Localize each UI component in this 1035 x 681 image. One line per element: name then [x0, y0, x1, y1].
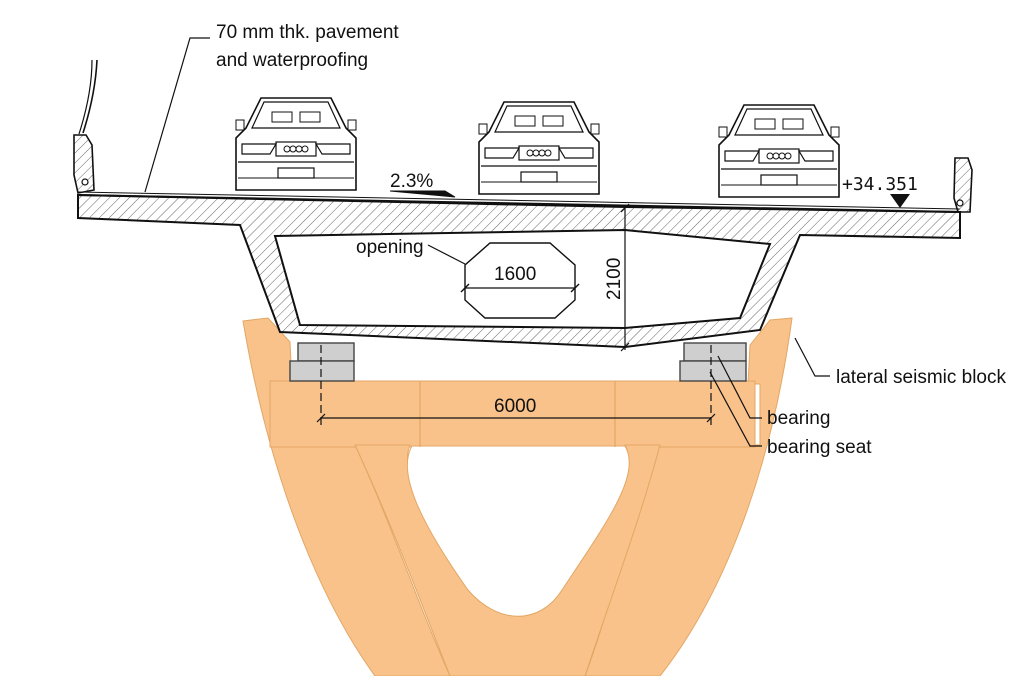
right-parapet: [953, 157, 973, 213]
right-bearing-assembly: [679, 342, 747, 382]
car-1: [235, 97, 357, 191]
girder-depth-label: 2100: [604, 258, 625, 300]
left-parapet: [73, 59, 98, 194]
lateral-block-label: lateral seismic block: [836, 367, 1006, 388]
pier-cap-joints: [419, 381, 616, 447]
left-bearing-seat: [289, 360, 355, 382]
left-bearing-assembly: [289, 342, 355, 382]
elevation-marker: [890, 194, 910, 208]
depth-dimension: [620, 203, 630, 352]
bearing-label: bearing: [767, 408, 830, 429]
right-bearing: [683, 342, 747, 362]
bearing-spacing-dimension: [316, 345, 716, 428]
pavement-label-line1: 70 mm thk. pavement: [216, 22, 399, 43]
pier: [242, 317, 793, 677]
opening-width-label: 1600: [494, 264, 536, 285]
left-bearing: [297, 342, 355, 362]
slope-arrow: [389, 190, 456, 198]
opening-label: opening: [356, 237, 424, 258]
leader-lines: [144, 37, 830, 447]
pavement-label-line2: and waterproofing: [216, 50, 368, 71]
slope-label: 2.3%: [390, 171, 433, 192]
car-2: [478, 101, 600, 195]
elevation-label: +34.351: [842, 174, 918, 195]
pier-arch-void: [406, 445, 630, 617]
car-3: [718, 104, 840, 198]
opening-shape: [464, 242, 576, 319]
bearing-spacing-label: 6000: [494, 396, 536, 417]
right-bearing-seat: [679, 360, 747, 382]
bearing-seat-label: bearing seat: [767, 437, 872, 458]
